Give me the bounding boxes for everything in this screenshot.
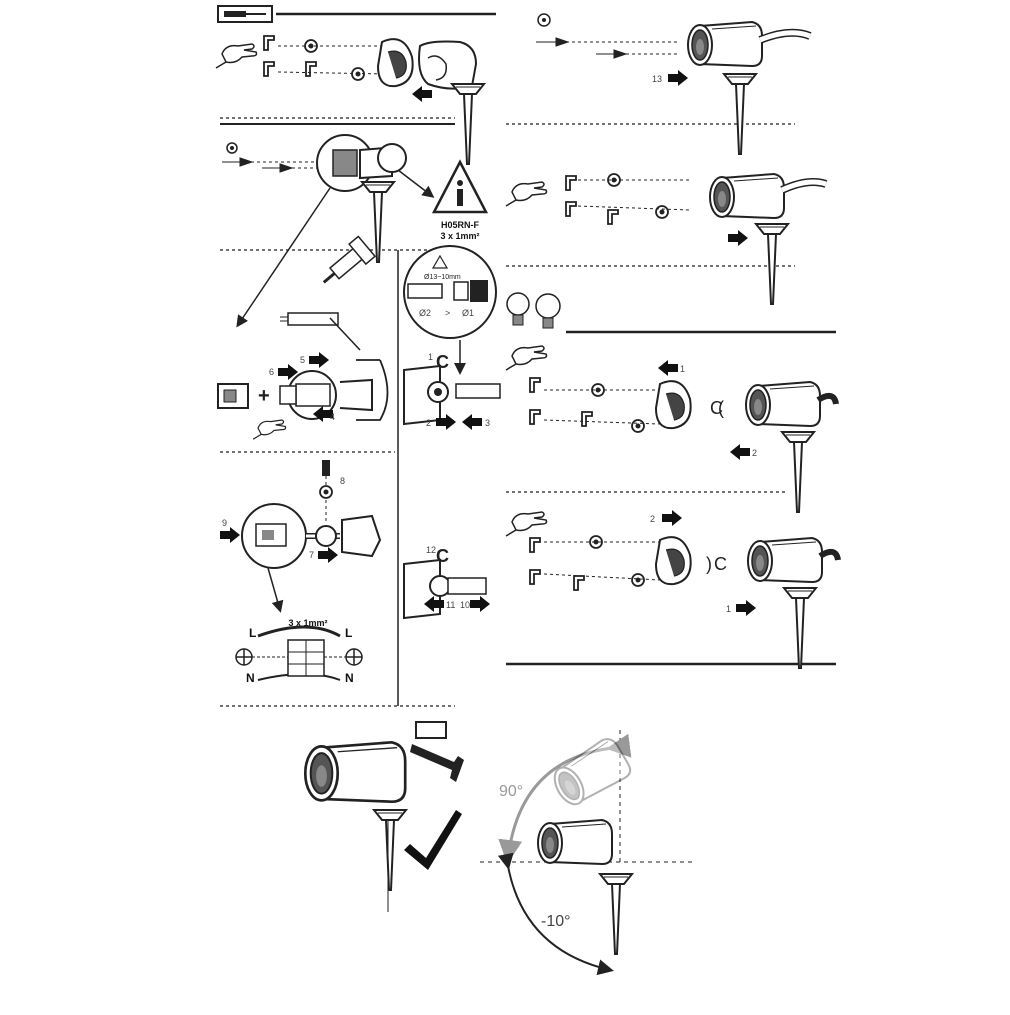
svg-text:): ) — [706, 554, 712, 574]
svg-text:(: ( — [718, 398, 724, 418]
bulb-icons — [506, 292, 561, 329]
step-13-label: 13 — [652, 74, 662, 84]
panel-remove-cover — [215, 35, 485, 165]
panel-fit-cover — [505, 173, 828, 305]
step-6-label: 6 — [269, 367, 274, 377]
panel-close-housing: 13 — [536, 13, 812, 155]
step-10-label: 10 — [460, 600, 470, 610]
panel-gland-tighten: 12 C 11 10 — [403, 545, 490, 620]
cable-size-label: 3 x 1mm² — [440, 231, 479, 241]
step-8-label: 8 — [340, 476, 345, 486]
panel-finished — [303, 721, 464, 912]
remove-step-2-label: 2 — [752, 448, 757, 458]
panel-gland-insert: 1 C 2 3 — [403, 352, 501, 430]
neutral-right-label: N — [345, 671, 354, 685]
step-11-label: 11 — [446, 600, 455, 610]
sleeve-part-icon — [415, 721, 447, 739]
gland-detail-circle: Ø13~10mm Ø2 > Ø1 — [403, 245, 497, 375]
step-3-label: 3 — [485, 418, 490, 428]
checkmark-icon — [404, 810, 462, 870]
panel-refit-lens: ) C 2 1 — [505, 510, 841, 669]
panel-remove-lens: C ( 1 2 — [505, 345, 839, 513]
step-12-label: 12 — [426, 545, 436, 555]
refit-step-2-label: 2 — [650, 514, 655, 524]
tilt-up-label: 90° — [499, 783, 523, 800]
refit-step-1-label: 1 — [726, 604, 731, 614]
step-1c-label: 1 — [428, 352, 433, 362]
diameter-1-label: Ø1 — [462, 308, 474, 318]
hex-key-icon — [410, 744, 464, 782]
wire-size-label: 3 x 1mm² — [288, 618, 327, 628]
step-2-label: 2 — [426, 418, 431, 428]
panel-cable-prep: + 6 5 4 — [217, 235, 389, 440]
step-7-label: 7 — [309, 550, 314, 560]
panel-dividers — [220, 117, 795, 707]
live-right-label: L — [345, 626, 352, 640]
panel-open-housing — [222, 134, 435, 328]
svg-text:+: + — [258, 385, 270, 407]
cable-type-label: H05RN-F — [441, 220, 480, 230]
screwdriver-tool-icon — [217, 5, 273, 23]
info-warning-sign: H05RN-F 3 x 1mm² — [431, 159, 489, 241]
gland-range-label: Ø13~10mm — [424, 274, 461, 281]
svg-text:C: C — [714, 554, 727, 574]
neutral-left-label: N — [246, 671, 255, 685]
terminal-block-diagram: 3 x 1mm² L L N N — [235, 618, 363, 685]
svg-text:C: C — [436, 352, 449, 372]
step-4-label: 4 — [330, 412, 335, 422]
tilt-down-label: -10° — [541, 913, 571, 930]
live-left-label: L — [249, 626, 256, 640]
panel-wiring: 8 9 7 — [220, 460, 382, 613]
remove-step-1-label: 1 — [680, 364, 685, 374]
solid-dividers — [220, 12, 836, 706]
diameter-2-label: Ø2 — [419, 308, 431, 318]
step-9-label: 9 — [222, 518, 227, 528]
compare-symbol: > — [445, 308, 450, 318]
panel-tilt-range: 90° -10° — [480, 730, 696, 976]
svg-text:C: C — [710, 398, 723, 418]
svg-text:C: C — [436, 546, 449, 566]
step-5-label: 5 — [300, 355, 305, 365]
